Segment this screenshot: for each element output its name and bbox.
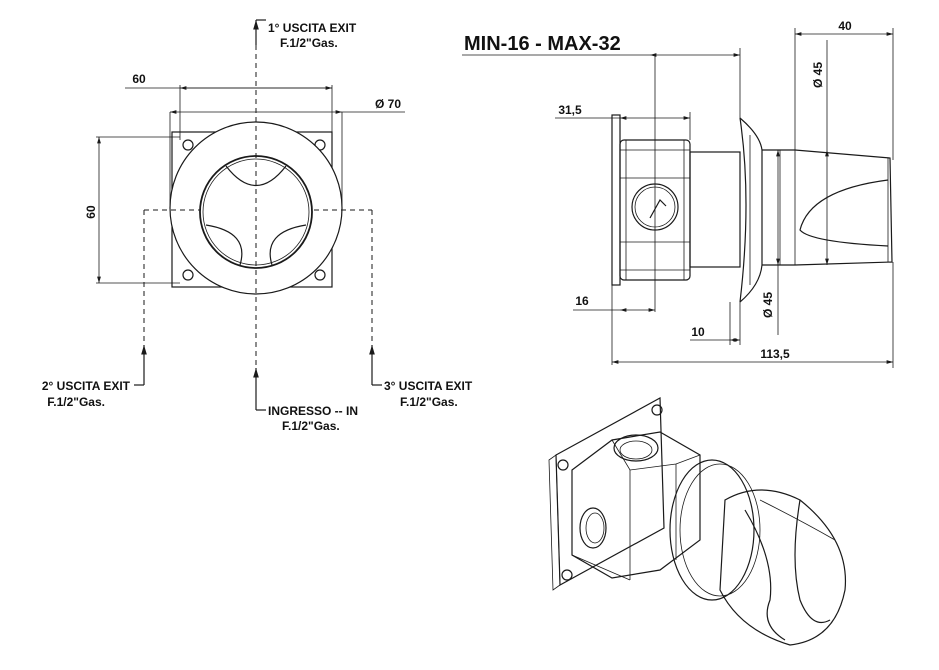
dia-45-bottom: Ø 45 xyxy=(761,292,775,318)
outlet-2-label: 2° USCITA EXIT xyxy=(42,379,131,393)
handle-lobe-right xyxy=(269,224,307,266)
screw-hole-br xyxy=(314,269,326,281)
handle-lobe-top xyxy=(225,165,287,187)
outlet-1-thread: F.1/2"Gas. xyxy=(280,36,338,50)
dim-40: 40 xyxy=(838,19,852,33)
iso-rosette xyxy=(669,459,755,601)
iso-port-side xyxy=(579,507,607,549)
outlet-3-label: 3° USCITA EXIT xyxy=(384,379,473,393)
screw-hole-tl xyxy=(182,139,194,151)
title: MIN-16 - MAX-32 xyxy=(464,33,621,55)
isometric-view xyxy=(548,397,847,646)
iso-handle xyxy=(719,489,847,646)
iso-port-top xyxy=(613,434,659,462)
dim-16: 16 xyxy=(575,294,589,308)
handle-lobe-left xyxy=(205,224,243,266)
dia-45-top: Ø 45 xyxy=(811,62,825,88)
front-height-dim: 60 xyxy=(84,205,98,219)
inlet-thread: F.1/2"Gas. xyxy=(282,419,340,433)
outlet-2-thread: F.1/2"Gas. xyxy=(47,395,105,409)
front-view: 60 Ø 70 60 1° USCITA EXIT F.1/2"Gas. 2° … xyxy=(42,19,473,433)
outlet-3-thread: F.1/2"Gas. xyxy=(400,395,458,409)
screw-hole-bl xyxy=(182,269,194,281)
dim-10: 10 xyxy=(691,325,705,339)
inlet-label: INGRESSO -- IN xyxy=(268,404,358,418)
side-view: 40 Ø 45 Ø 45 31,5 16 10 113,5 xyxy=(555,19,894,368)
rosette-profile xyxy=(739,117,747,303)
outlet-1-label: 1° USCITA EXIT xyxy=(268,21,357,35)
front-width-dim: 60 xyxy=(132,72,146,86)
side-plate xyxy=(611,114,621,286)
dim-113-5: 113,5 xyxy=(760,347,790,361)
iso-body xyxy=(571,431,701,579)
dim-31-5: 31,5 xyxy=(558,103,582,117)
handle-profile xyxy=(762,149,893,266)
front-diameter-dim: Ø 70 xyxy=(375,97,401,111)
